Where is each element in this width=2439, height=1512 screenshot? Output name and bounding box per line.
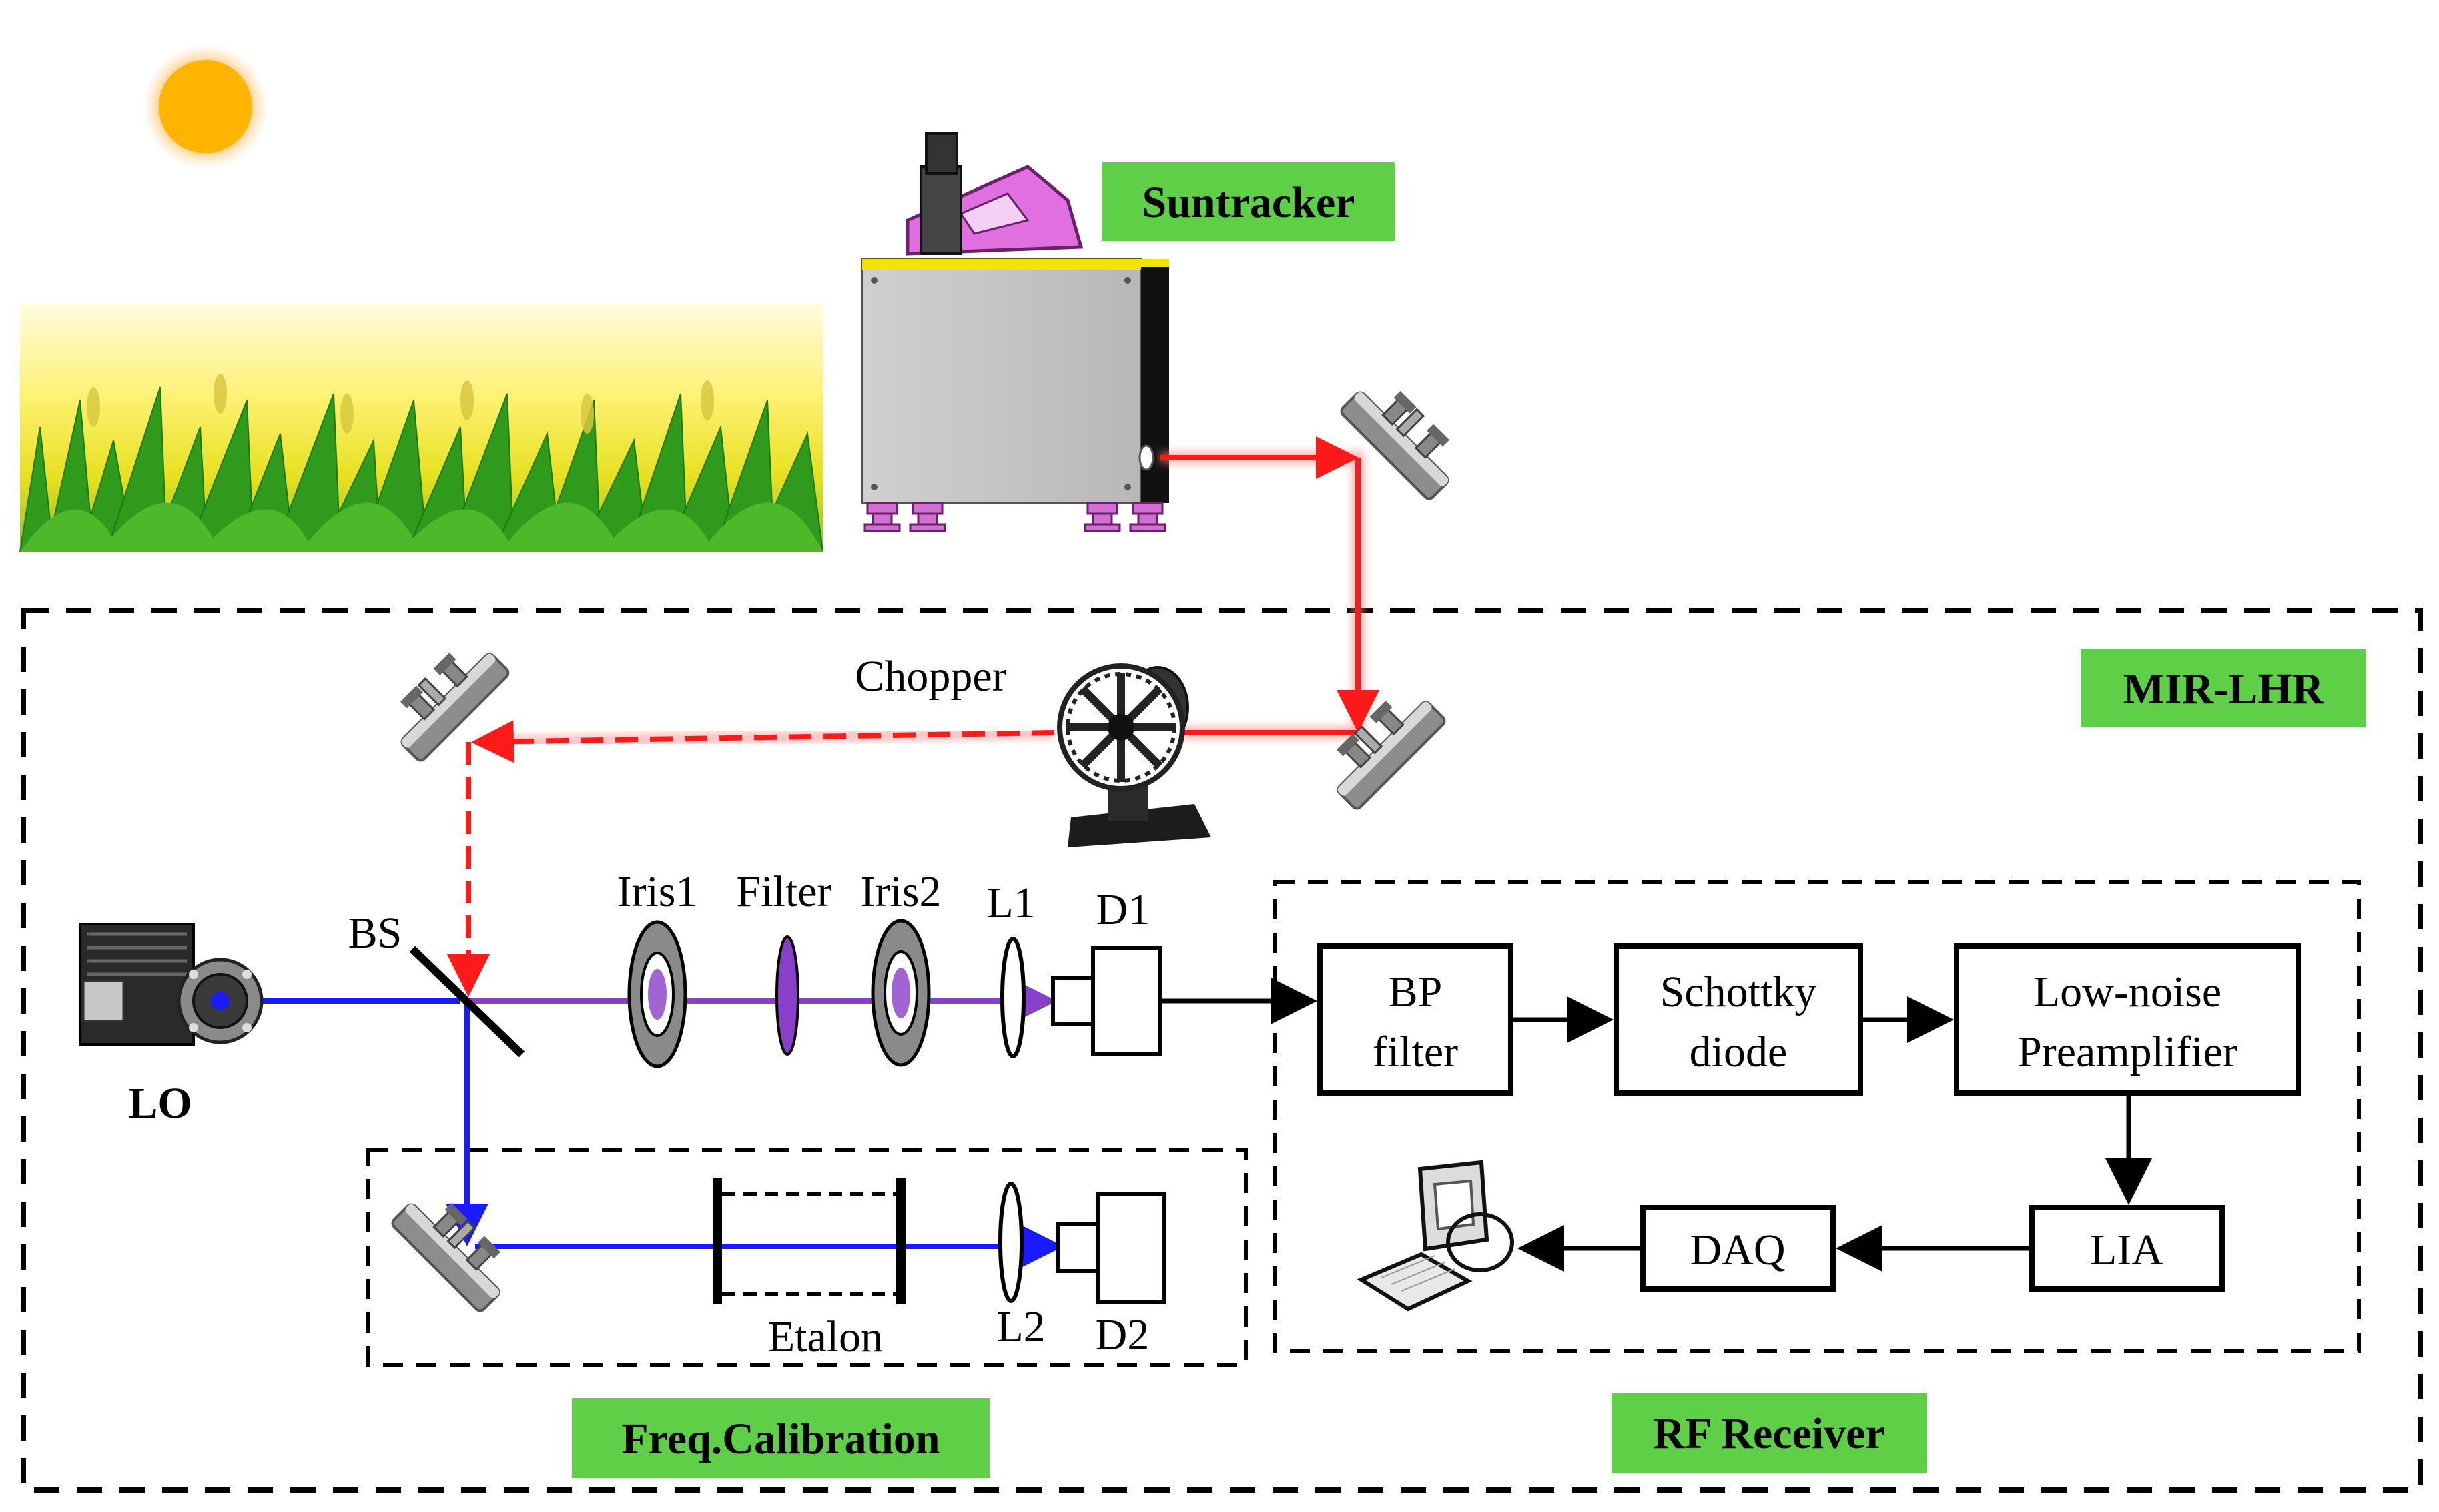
detector-d2: [1056, 1192, 1166, 1304]
lens-l1: [1000, 937, 1026, 1058]
computer-icon: [1357, 1160, 1514, 1312]
suntracker-label: Suntracker: [1102, 162, 1395, 241]
svg-text:diode: diode: [1690, 1028, 1788, 1076]
schottky-diode-block: Schottky diode: [1614, 943, 1863, 1096]
etalon: [713, 1178, 906, 1304]
l1-label: L1: [986, 879, 1035, 927]
rf-receiver-enclosure: [1273, 880, 2361, 1353]
detector-d1: [1051, 946, 1162, 1056]
iris1-label: Iris1: [617, 867, 698, 916]
svg-text:LIA: LIA: [2090, 1226, 2163, 1274]
d2-label: D2: [1096, 1310, 1150, 1359]
freq-calibration-enclosure: [366, 1148, 1248, 1367]
sun-icon: [159, 60, 252, 153]
d1-label: D1: [1096, 885, 1150, 934]
svg-text:Schottky: Schottky: [1660, 968, 1817, 1016]
filter-label: Filter: [737, 867, 832, 916]
svg-text:Low-noise: Low-noise: [2033, 968, 2221, 1016]
rf-receiver-label: RF Receiver: [1612, 1393, 1927, 1473]
bp-filter-block: BP filter: [1317, 943, 1513, 1096]
lo-beam: [230, 995, 1064, 1268]
svg-text:Freq.Calibration: Freq.Calibration: [621, 1415, 940, 1463]
svg-text:RF Receiver: RF Receiver: [1653, 1409, 1885, 1458]
chopper-label: Chopper: [855, 652, 1006, 701]
signal-arrows: [1160, 978, 2152, 1272]
svg-text:Preamplifier: Preamplifier: [2017, 1028, 2237, 1076]
iris2-label: Iris2: [861, 867, 942, 916]
mir-lhr-enclosure: [21, 608, 2423, 1493]
suntracker-device: [861, 132, 1169, 532]
lo-laser-device: [79, 923, 264, 1046]
l2-label: L2: [996, 1302, 1045, 1351]
preamplifier-block: Low-noise Preamplifier: [1954, 943, 2301, 1096]
lens-l2: [998, 1182, 1024, 1303]
grass-field-image: [19, 304, 824, 552]
filter-optic: [775, 935, 799, 1056]
mirror-middle-right: [1317, 681, 1447, 811]
svg-text:BP: BP: [1389, 968, 1443, 1016]
mir-lhr-label: MIR-LHR: [2081, 649, 2366, 727]
chopper-device: [1057, 663, 1211, 847]
solar-beam: [447, 436, 1379, 997]
bs-label: BS: [348, 909, 402, 958]
svg-text:MIR-LHR: MIR-LHR: [2123, 665, 2325, 713]
freq-calibration-label: Freq.Calibration: [572, 1398, 990, 1478]
iris1-optic: [627, 920, 687, 1068]
svg-text:Suntracker: Suntracker: [1142, 178, 1355, 227]
etalon-label: Etalon: [768, 1312, 883, 1361]
daq-block: DAQ: [1640, 1205, 1836, 1292]
beam-splitter: [409, 946, 525, 1058]
lia-block: LIA: [2029, 1205, 2225, 1292]
iris2-optic: [871, 919, 931, 1067]
lo-label: LO: [128, 1079, 192, 1128]
svg-text:DAQ: DAQ: [1690, 1226, 1786, 1274]
svg-text:filter: filter: [1373, 1028, 1458, 1076]
